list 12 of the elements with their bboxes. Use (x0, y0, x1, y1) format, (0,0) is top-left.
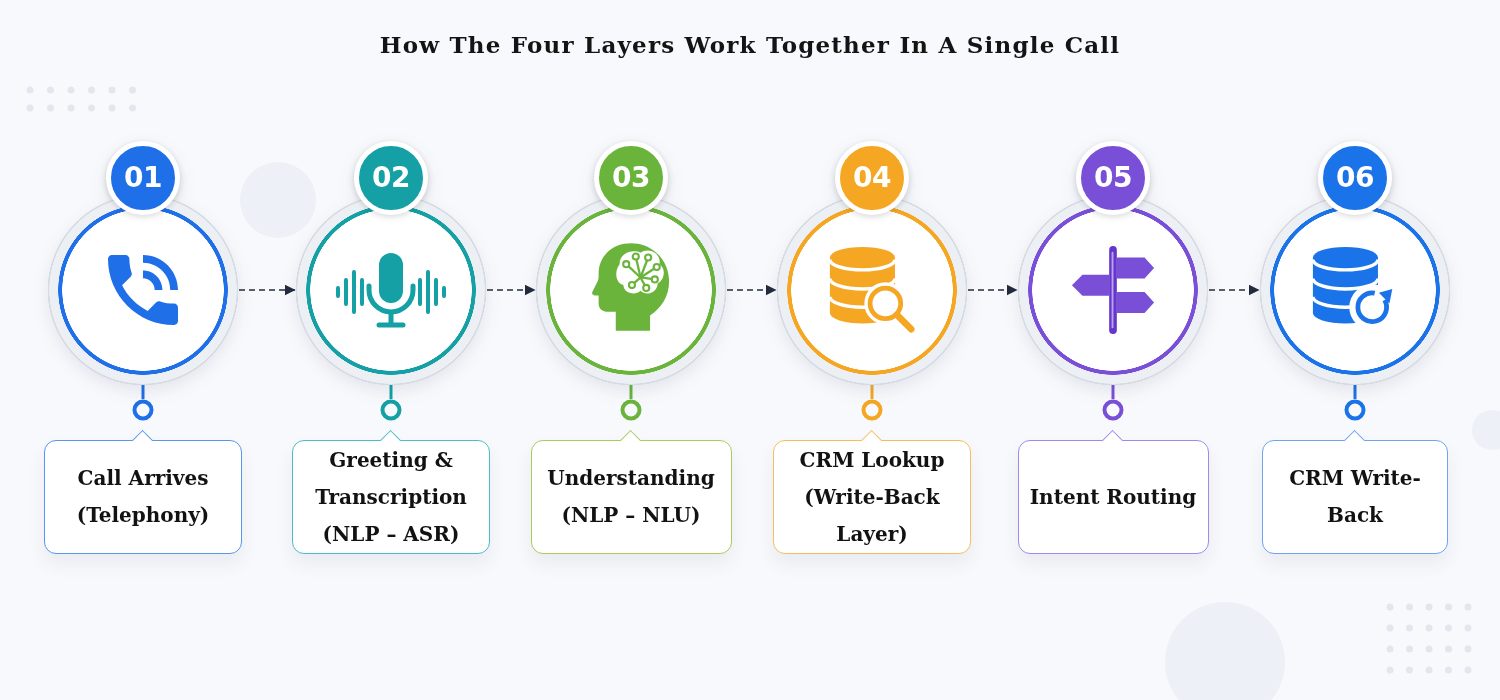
step-label: Understanding (NLP – NLU) (546, 465, 716, 529)
arrow (238, 284, 296, 296)
arrow (726, 284, 777, 296)
step-label: Greeting & Transcription (NLP – ASR) (314, 446, 468, 548)
step-label: Intent Routing (1029, 483, 1197, 511)
arrow (967, 284, 1018, 296)
step-label: CRM Write-Back (1288, 465, 1422, 529)
step-label: CRM Lookup (Write-Back Layer) (798, 446, 946, 548)
title: How The Four Layers Work Together In A Single Call (379, 30, 1121, 60)
step-label: Call Arrives (Telephony) (75, 465, 211, 529)
arrow (486, 284, 536, 296)
arrow (1208, 284, 1260, 296)
